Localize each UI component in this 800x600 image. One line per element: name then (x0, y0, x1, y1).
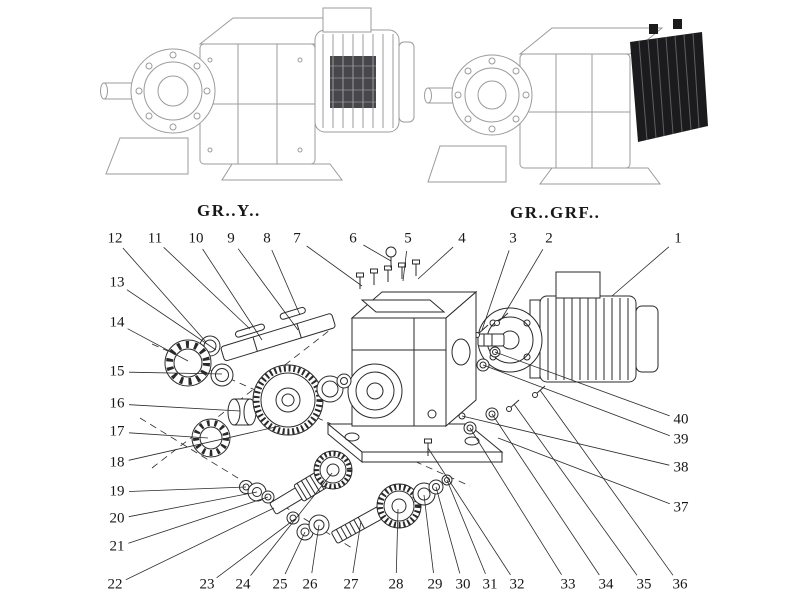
leader-line-35 (513, 403, 638, 576)
leader-line-15 (128, 371, 223, 375)
callout-number-12: 12 (107, 230, 123, 247)
callout-number-27: 27 (343, 576, 359, 593)
output-shaft-assembly (199, 306, 336, 362)
leader-line-13 (126, 289, 217, 351)
assembled-unit-gr-grf (424, 19, 708, 185)
leader-line-9 (237, 248, 299, 331)
callout-number-19: 19 (109, 483, 125, 500)
leader-line-30 (435, 486, 461, 574)
output-gear (252, 364, 352, 436)
exploded-housing (326, 290, 504, 464)
callout-number-31: 31 (482, 576, 498, 593)
leader-line-23 (216, 518, 296, 579)
leader-line-33 (469, 427, 562, 576)
callout-number-26: 26 (302, 576, 318, 593)
leader-line-25 (284, 531, 306, 575)
callout-number-5: 5 (404, 230, 412, 247)
callout-number-20: 20 (109, 510, 125, 527)
leader-line-6 (363, 244, 392, 262)
callout-number-14: 14 (109, 314, 125, 331)
callout-number-11: 11 (147, 230, 163, 247)
leader-line-40 (494, 351, 670, 417)
callout-number-24: 24 (235, 576, 251, 593)
exploded-motor (477, 271, 659, 383)
leader-line-19 (128, 486, 247, 492)
housing-cover-bolts (356, 246, 420, 289)
exploded-view (139, 246, 659, 549)
callout-number-37: 37 (673, 499, 689, 516)
leader-line-26 (311, 524, 320, 574)
leader-line-7 (306, 245, 363, 287)
leader-line-20 (128, 491, 258, 518)
leader-line-22 (125, 507, 275, 581)
intermediate-shaft-cluster (239, 450, 353, 541)
callout-number-6: 6 (349, 230, 357, 247)
leader-line-3 (481, 250, 510, 331)
callout-number-33: 33 (560, 576, 576, 593)
callout-number-9: 9 (227, 230, 235, 247)
callout-number-23: 23 (199, 576, 215, 593)
callout-number-7: 7 (293, 230, 301, 247)
callout-number-32: 32 (509, 576, 525, 593)
callout-number-21: 21 (109, 538, 125, 555)
callout-number-13: 13 (109, 274, 125, 291)
leader-line-18 (128, 425, 281, 461)
callout-number-40: 40 (673, 411, 689, 428)
callout-number-18: 18 (109, 454, 125, 471)
callout-number-8: 8 (263, 230, 271, 247)
assembled-unit-gr-y (100, 7, 415, 181)
callout-number-17: 17 (109, 423, 125, 440)
leader-line-8 (271, 249, 301, 316)
leader-line-37 (497, 437, 670, 505)
output-bearing-cluster (164, 339, 257, 458)
callout-number-4: 4 (458, 230, 466, 247)
leader-line-12 (122, 247, 207, 343)
leader-line-36 (539, 389, 674, 576)
model-label-gr-y: GR..Y.. (197, 201, 261, 220)
leader-line-29 (423, 494, 434, 574)
callout-number-25: 25 (272, 576, 288, 593)
leader-line-2 (501, 249, 544, 319)
intermediate-gear (313, 450, 353, 490)
callout-number-28: 28 (388, 576, 404, 593)
callout-number-10: 10 (188, 230, 204, 247)
callout-number-34: 34 (598, 576, 614, 593)
callout-number-36: 36 (672, 576, 688, 593)
leader-line-38 (461, 415, 670, 466)
leader-line-21 (128, 496, 269, 544)
leader-line-39 (482, 364, 670, 437)
callout-number-1: 1 (674, 230, 682, 247)
leader-line-27 (352, 520, 362, 574)
callout-number-35: 35 (636, 576, 652, 593)
leader-line-14 (127, 328, 189, 362)
leader-line-10 (202, 248, 263, 341)
leader-line-34 (491, 413, 600, 576)
input-gear (376, 483, 422, 529)
leader-line-16 (128, 404, 241, 412)
leader-lines (122, 244, 674, 581)
callout-number-39: 39 (673, 431, 689, 448)
input-shaft-cluster (331, 474, 453, 544)
leader-line-17 (128, 432, 209, 439)
callout-number-16: 16 (109, 395, 125, 412)
callout-number-29: 29 (427, 576, 443, 593)
callout-number-30: 30 (455, 576, 471, 593)
leader-line-5 (402, 250, 407, 282)
leader-line-4 (417, 246, 454, 280)
callout-number-38: 38 (673, 459, 689, 476)
callout-number-22: 22 (107, 576, 123, 593)
callout-number-15: 15 (109, 363, 125, 380)
leader-line-28 (395, 508, 399, 574)
leader-line-1 (611, 246, 670, 297)
callout-number-3: 3 (509, 230, 517, 247)
leader-line-24 (250, 472, 333, 576)
leader-line-31 (446, 479, 486, 575)
leader-line-11 (163, 247, 251, 330)
model-label-gr-grf: GR..GRF.. (510, 203, 601, 222)
leader-line-32 (427, 447, 511, 576)
callout-number-2: 2 (545, 230, 553, 247)
